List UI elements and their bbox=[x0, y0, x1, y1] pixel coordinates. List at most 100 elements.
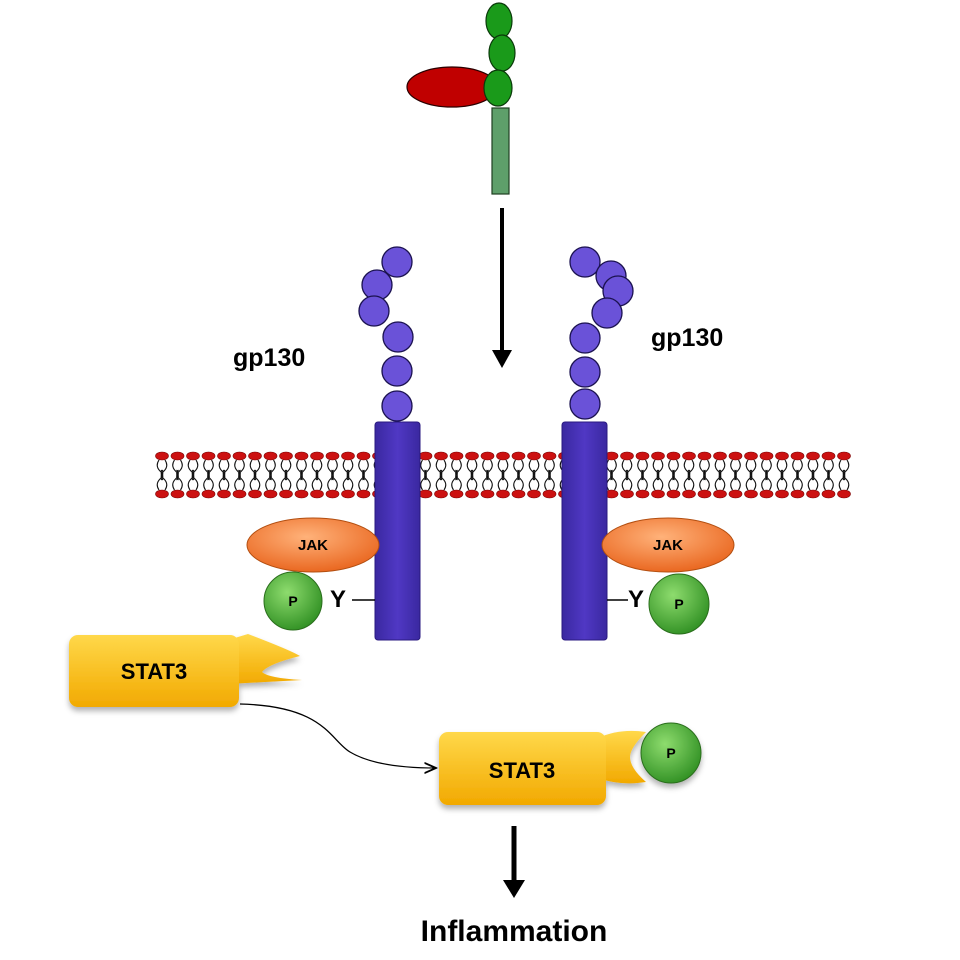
membrane-head-outer bbox=[511, 451, 526, 461]
membrane-head-inner bbox=[170, 489, 185, 499]
stat3-inactive-body bbox=[69, 635, 239, 707]
stat3-active-body bbox=[439, 732, 606, 805]
membrane-head-outer bbox=[806, 451, 820, 461]
gp130-left-bead bbox=[381, 355, 413, 387]
membrane-head-outer bbox=[232, 451, 247, 461]
membrane-head-outer bbox=[837, 451, 851, 461]
membrane-head-inner bbox=[186, 489, 200, 499]
membrane-head-outer bbox=[263, 451, 278, 461]
binding-arrow bbox=[492, 208, 512, 368]
jak-left-label: JAK bbox=[298, 537, 328, 554]
phosphate-left-label: P bbox=[288, 593, 297, 609]
membrane-head-inner bbox=[201, 489, 216, 499]
gp130-right-label: gp130 bbox=[651, 324, 723, 352]
membrane-head-inner bbox=[806, 489, 820, 499]
membrane-head-inner bbox=[744, 489, 758, 499]
membrane-head-inner bbox=[511, 489, 526, 499]
inflammation-label: Inflammation bbox=[421, 915, 608, 948]
jak-left: JAK bbox=[246, 517, 380, 573]
gp130-right-bead bbox=[569, 246, 601, 278]
membrane-head-inner bbox=[821, 489, 836, 499]
gp130-right-bead bbox=[569, 388, 601, 420]
membrane-head-inner bbox=[248, 489, 262, 499]
membrane-lipid-tails bbox=[156, 459, 850, 491]
phospho-tyrosine-right: Y P bbox=[607, 573, 710, 635]
membrane-head-inner bbox=[759, 489, 774, 499]
membrane-head-inner bbox=[527, 489, 541, 499]
membrane-head-inner bbox=[635, 489, 650, 499]
il6r-domain-2 bbox=[488, 34, 516, 72]
membrane-head-outer bbox=[744, 451, 758, 461]
membrane-head-outer bbox=[527, 451, 541, 461]
membrane-head-outer bbox=[728, 451, 743, 461]
membrane-head-outer bbox=[666, 451, 681, 461]
membrane-head-inner bbox=[232, 489, 247, 499]
membrane-head-inner bbox=[713, 489, 727, 499]
jak-right-label: JAK bbox=[653, 537, 683, 554]
gp130-left-bead bbox=[381, 390, 413, 422]
membrane-head-outer bbox=[620, 451, 634, 461]
phosphate-left bbox=[263, 571, 323, 631]
gp130-left-bead bbox=[381, 246, 413, 278]
il6r-domain-3 bbox=[483, 69, 513, 107]
stat3-active-docking-site bbox=[598, 730, 646, 784]
gp130-right-bead bbox=[569, 356, 601, 388]
il6-receptor-complex bbox=[406, 2, 516, 195]
gp130-left-bead bbox=[382, 321, 414, 353]
membrane-head-inner bbox=[790, 489, 805, 499]
stat3-inactive: STAT3 bbox=[69, 634, 302, 707]
membrane-head-inner bbox=[542, 489, 557, 499]
gp130-right-bead bbox=[569, 322, 601, 354]
phosphate-stat3 bbox=[640, 722, 702, 784]
phospho-tyrosine-left: Y P bbox=[263, 571, 375, 631]
gp130-left-bead bbox=[361, 269, 393, 301]
membrane-head-inner bbox=[449, 489, 464, 499]
membrane-head-outer bbox=[170, 451, 185, 461]
gp130-left-bead bbox=[358, 295, 390, 327]
phosphate-right-label: P bbox=[674, 596, 683, 612]
gp130-left-label: gp130 bbox=[233, 344, 305, 372]
membrane-head-inner bbox=[775, 489, 789, 499]
membrane-head-outer bbox=[821, 451, 836, 461]
membrane-head-inner bbox=[434, 489, 448, 499]
gp130-right-receptor bbox=[561, 246, 634, 641]
membrane-head-outer bbox=[775, 451, 789, 461]
cell-membrane bbox=[155, 451, 851, 499]
membrane-head-outer bbox=[434, 451, 448, 461]
il6r-stalk bbox=[491, 107, 510, 195]
stat3-active-label: STAT3 bbox=[489, 758, 555, 783]
membrane-head-outer bbox=[496, 451, 510, 461]
membrane-head-outer bbox=[651, 451, 665, 461]
membrane-head-inner bbox=[666, 489, 681, 499]
membrane-head-outer bbox=[186, 451, 200, 461]
membrane-head-outer bbox=[790, 451, 805, 461]
membrane-head-inner bbox=[356, 489, 371, 499]
membrane-head-outer bbox=[248, 451, 262, 461]
membrane-head-inner bbox=[496, 489, 510, 499]
membrane-head-inner bbox=[310, 489, 324, 499]
membrane-head-outer bbox=[449, 451, 464, 461]
membrane-head-inner bbox=[697, 489, 712, 499]
membrane-head-inner bbox=[728, 489, 743, 499]
membrane-head-inner bbox=[155, 489, 169, 499]
gp130-left-transmembrane bbox=[374, 421, 421, 641]
membrane-head-inner bbox=[263, 489, 278, 499]
membrane-head-outer bbox=[542, 451, 557, 461]
membrane-head-inner bbox=[325, 489, 340, 499]
membrane-head-outer bbox=[325, 451, 340, 461]
membrane-head-inner bbox=[837, 489, 851, 499]
membrane-head-outer bbox=[465, 451, 479, 461]
membrane-head-outer bbox=[682, 451, 696, 461]
membrane-head-inner bbox=[279, 489, 293, 499]
tyrosine-left-label: Y bbox=[330, 586, 346, 613]
stat3-active: STAT3 P bbox=[439, 722, 702, 805]
phosphate-stat3-label: P bbox=[666, 745, 675, 761]
membrane-head-outer bbox=[418, 451, 433, 461]
membrane-head-outer bbox=[635, 451, 650, 461]
membrane-head-outer bbox=[294, 451, 309, 461]
membrane-head-inner bbox=[651, 489, 665, 499]
membrane-head-inner bbox=[620, 489, 634, 499]
membrane-head-outer bbox=[759, 451, 774, 461]
membrane-head-outer bbox=[480, 451, 495, 461]
membrane-head-outer bbox=[155, 451, 169, 461]
